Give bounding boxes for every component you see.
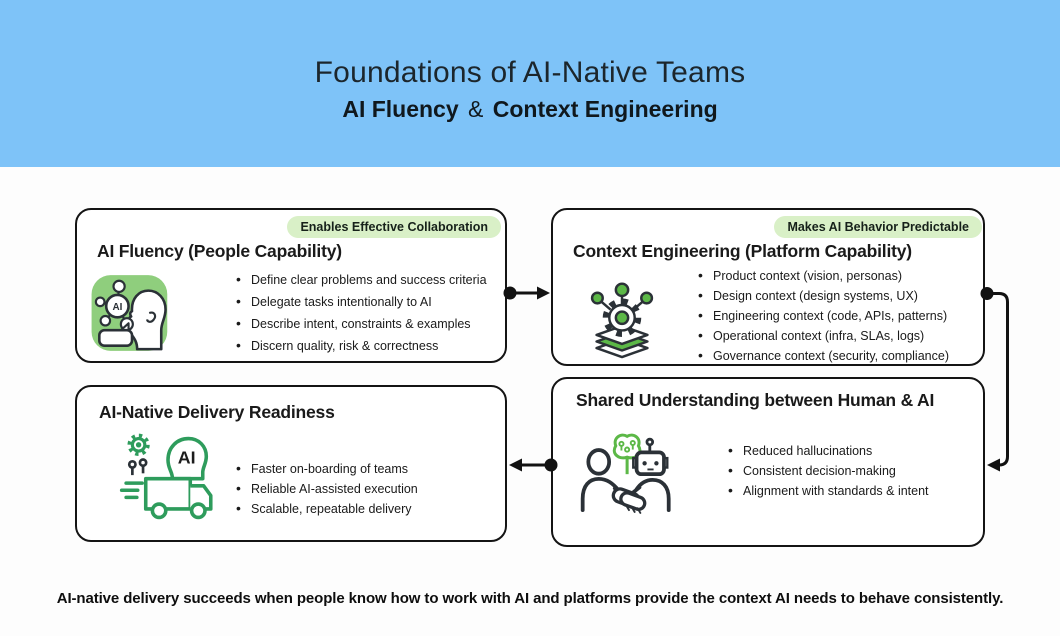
card-context-engineering: Makes AI Behavior Predictable Context En… (551, 208, 985, 366)
card-context-engineering-bullets: Product context (vision, personas) Desig… (697, 268, 949, 369)
human-robot-handshake-icon (577, 421, 681, 533)
gear-stack-icon-svg (590, 282, 654, 359)
card-shared-understanding: Shared Understanding between Human & AI (551, 377, 985, 547)
card-ai-fluency-bullets: Define clear problems and success criter… (235, 272, 487, 361)
header-banner: Foundations of AI-Native Teams AI Fluenc… (0, 0, 1060, 167)
bullet-item: Reduced hallucinations (727, 443, 929, 459)
card-context-engineering-title: Context Engineering (Platform Capability… (573, 241, 912, 261)
bullet-item: Faster on-boarding of teams (235, 461, 418, 477)
bullet-item: Operational context (infra, SLAs, logs) (697, 328, 949, 344)
bullet-item: Engineering context (code, APIs, pattern… (697, 308, 949, 324)
bullet-item: Consistent decision-making (727, 463, 929, 479)
bullet-item: Governance context (security, compliance… (697, 348, 949, 364)
bullet-item: Scalable, repeatable delivery (235, 501, 418, 517)
gear-stack-icon (581, 278, 663, 364)
svg-text:AI: AI (112, 302, 122, 313)
subtitle-right: Context Engineering (492, 96, 718, 122)
bullet-item: Define clear problems and success criter… (235, 272, 487, 288)
badge-enables-effective-collaboration: Enables Effective Collaboration (287, 216, 501, 238)
ai-person-chat-icon-svg: AI (91, 275, 168, 351)
ai-person-chat-icon: AI (89, 266, 175, 360)
connector-fluency-to-context (503, 286, 550, 300)
bullet-item: Describe intent, constraints & examples (235, 316, 487, 332)
bullet-item: Alignment with standards & intent (727, 483, 929, 499)
subtitle-ampersand: & (468, 96, 484, 122)
card-ai-fluency: Enables Effective Collaboration AI Fluen… (75, 208, 507, 363)
page-subtitle: AI Fluency & Context Engineering (0, 96, 1060, 123)
card-delivery-readiness-bullets: Faster on-boarding of teams Reliable AI-… (235, 461, 418, 522)
svg-text:AI: AI (178, 448, 196, 468)
card-shared-understanding-title: Shared Understanding between Human & AI (576, 390, 935, 410)
footer-caption: AI-native delivery succeeds when people … (56, 590, 1004, 607)
bullet-item: Discern quality, risk & correctness (235, 338, 487, 354)
card-ai-fluency-title: AI Fluency (People Capability) (97, 241, 342, 261)
ai-delivery-truck-icon-svg: AI (119, 433, 213, 520)
badge-makes-ai-behavior-predictable: Makes AI Behavior Predictable (774, 216, 982, 238)
ai-delivery-truck-icon: AI (119, 423, 217, 529)
card-shared-understanding-bullets: Reduced hallucinations Consistent decisi… (727, 443, 929, 504)
card-delivery-readiness-title: AI-Native Delivery Readiness (99, 402, 335, 422)
human-robot-handshake-icon-svg (580, 433, 671, 514)
bullet-item: Delegate tasks intentionally to AI (235, 294, 487, 310)
subtitle-left: AI Fluency (342, 96, 459, 122)
bullet-item: Product context (vision, personas) (697, 268, 949, 284)
card-delivery-readiness: AI-Native Delivery Readiness AI (75, 385, 507, 542)
page-title: Foundations of AI-Native Teams (314, 56, 746, 89)
bullet-item: Reliable AI-assisted execution (235, 481, 418, 497)
bullet-item: Design context (design systems, UX) (697, 288, 949, 304)
